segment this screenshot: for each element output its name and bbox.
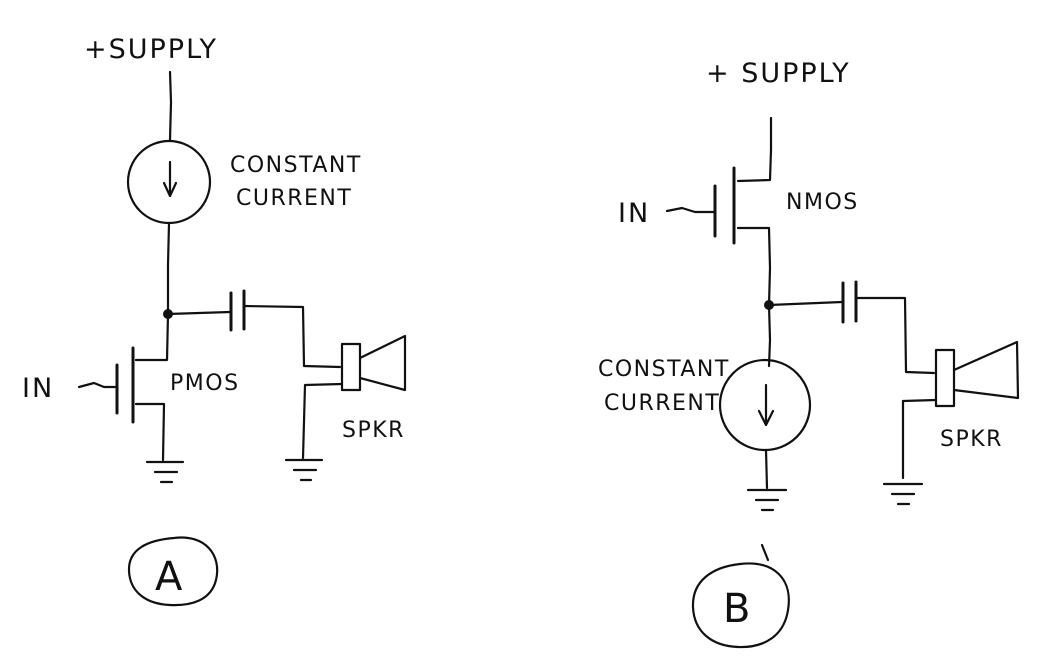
circuit-b-cap-wire-right — [854, 296, 936, 375]
circuit-a-label: A — [155, 554, 183, 600]
circuit-b-down-arrow-icon — [757, 383, 775, 427]
circuit-a-source-label-line1: CONSTANT — [230, 153, 362, 178]
circuit-a-pmos-drain-wire — [134, 402, 166, 462]
circuit-a-input-wire — [77, 381, 119, 389]
circuit-b-speaker-body — [934, 348, 956, 408]
circuit-a-speaker-ground-wire — [301, 382, 344, 460]
circuit-a-speaker-label: SPKR — [342, 418, 405, 443]
circuit-b-speaker-icon — [934, 340, 1020, 408]
circuit-b-constant-current-source — [718, 358, 812, 452]
circuit-b-supply-wire — [736, 116, 773, 183]
circuit-a-speaker-icon — [340, 334, 407, 392]
circuit-b-transistor-label: NMOS — [786, 190, 859, 215]
circuit-a-input-label: IN — [22, 373, 54, 404]
circuit-b: + SUPPLY IN NMOS SPKR — [598, 58, 1020, 649]
circuit-b-nmos-transistor-icon — [713, 166, 772, 307]
circuit-a-pmos-transistor-icon — [115, 312, 170, 462]
circuit-b-speaker-cone — [952, 340, 1020, 400]
circuit-b-label: B — [723, 586, 750, 632]
circuit-b-supply-label: + SUPPLY — [706, 58, 851, 89]
circuit-b-stray-mark — [760, 543, 770, 562]
circuit-b-speaker-label: SPKR — [940, 427, 1003, 452]
circuit-b-cap-wire-left — [767, 300, 844, 307]
circuit-b-source-label-line2: CURRENT — [604, 391, 720, 416]
circuit-b-speaker-ground-icon — [882, 482, 924, 506]
circuit-a-cap-wire-left — [166, 310, 232, 316]
circuit-b-speaker-ground-wire — [901, 398, 938, 480]
circuit-a-pmos-source-wire — [134, 312, 170, 362]
circuit-b-label-circle-icon — [691, 562, 790, 649]
circuit-b-nmos-source-wire — [736, 226, 772, 307]
circuit-b-source-wire-bottom — [764, 448, 769, 490]
circuit-b-input-label: IN — [618, 198, 650, 229]
circuit-a-cap-wire-right — [242, 304, 342, 369]
circuit-a-speaker-ground-icon — [284, 458, 324, 482]
circuit-b-input-wire — [665, 206, 717, 214]
circuit-b-ground-icon — [746, 488, 788, 512]
circuit-b-label-badge: B — [691, 562, 790, 649]
circuit-a-down-arrow-icon — [162, 160, 178, 198]
circuit-a-transistor-label: PMOS — [170, 371, 240, 396]
circuit-b-source-wire-top — [767, 303, 772, 368]
circuit-a: +SUPPLY CONSTANT CURRENT SPKR — [22, 34, 407, 607]
circuit-a-source-label-line2: CURRENT — [236, 186, 352, 211]
circuit-a-node-wire-top — [166, 221, 171, 316]
circuit-a-ground-icon — [145, 460, 185, 484]
circuit-a-supply-label: +SUPPLY — [84, 34, 218, 65]
circuit-a-label-circle-icon — [127, 536, 219, 607]
circuit-a-speaker-body — [340, 342, 362, 392]
circuit-a-supply-wire — [168, 70, 173, 142]
circuit-b-source-label-line1: CONSTANT — [598, 357, 730, 382]
circuit-a-label-badge: A — [127, 536, 219, 607]
circuit-a-constant-current-source — [126, 139, 212, 225]
circuit-a-speaker-cone — [358, 334, 407, 392]
